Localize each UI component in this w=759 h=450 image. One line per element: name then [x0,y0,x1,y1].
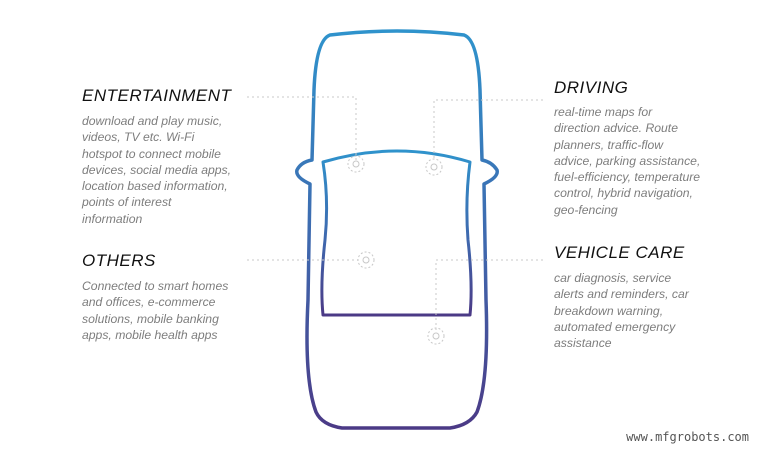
others-description: Connected to smart homes and offices, e-… [82,279,229,342]
vehicle-care-description: car diagnosis, service alerts and remind… [554,271,689,351]
car-body-outline [295,29,499,430]
marker-entertainment [347,155,365,173]
entertainment-title: ENTERTAINMENT [82,86,232,105]
watermark-text: www.mfgrobots.com [626,430,749,444]
others-title: OTHERS [82,251,156,270]
connector-vehicle-care [435,259,543,330]
car-cabin-outline [320,149,473,317]
entertainment-description: download and play music, videos, TV etc.… [82,114,232,226]
marker-driving [425,158,443,176]
vehicle-care-title: VEHICLE CARE [554,243,685,262]
connector-driving [433,99,543,160]
driving-description: real-time maps for direction advice. Rou… [554,105,701,217]
marker-others [357,251,375,269]
connector-entertainment [247,96,357,160]
driving-title: DRIVING [554,78,629,97]
marker-vehicle-care [427,327,445,345]
